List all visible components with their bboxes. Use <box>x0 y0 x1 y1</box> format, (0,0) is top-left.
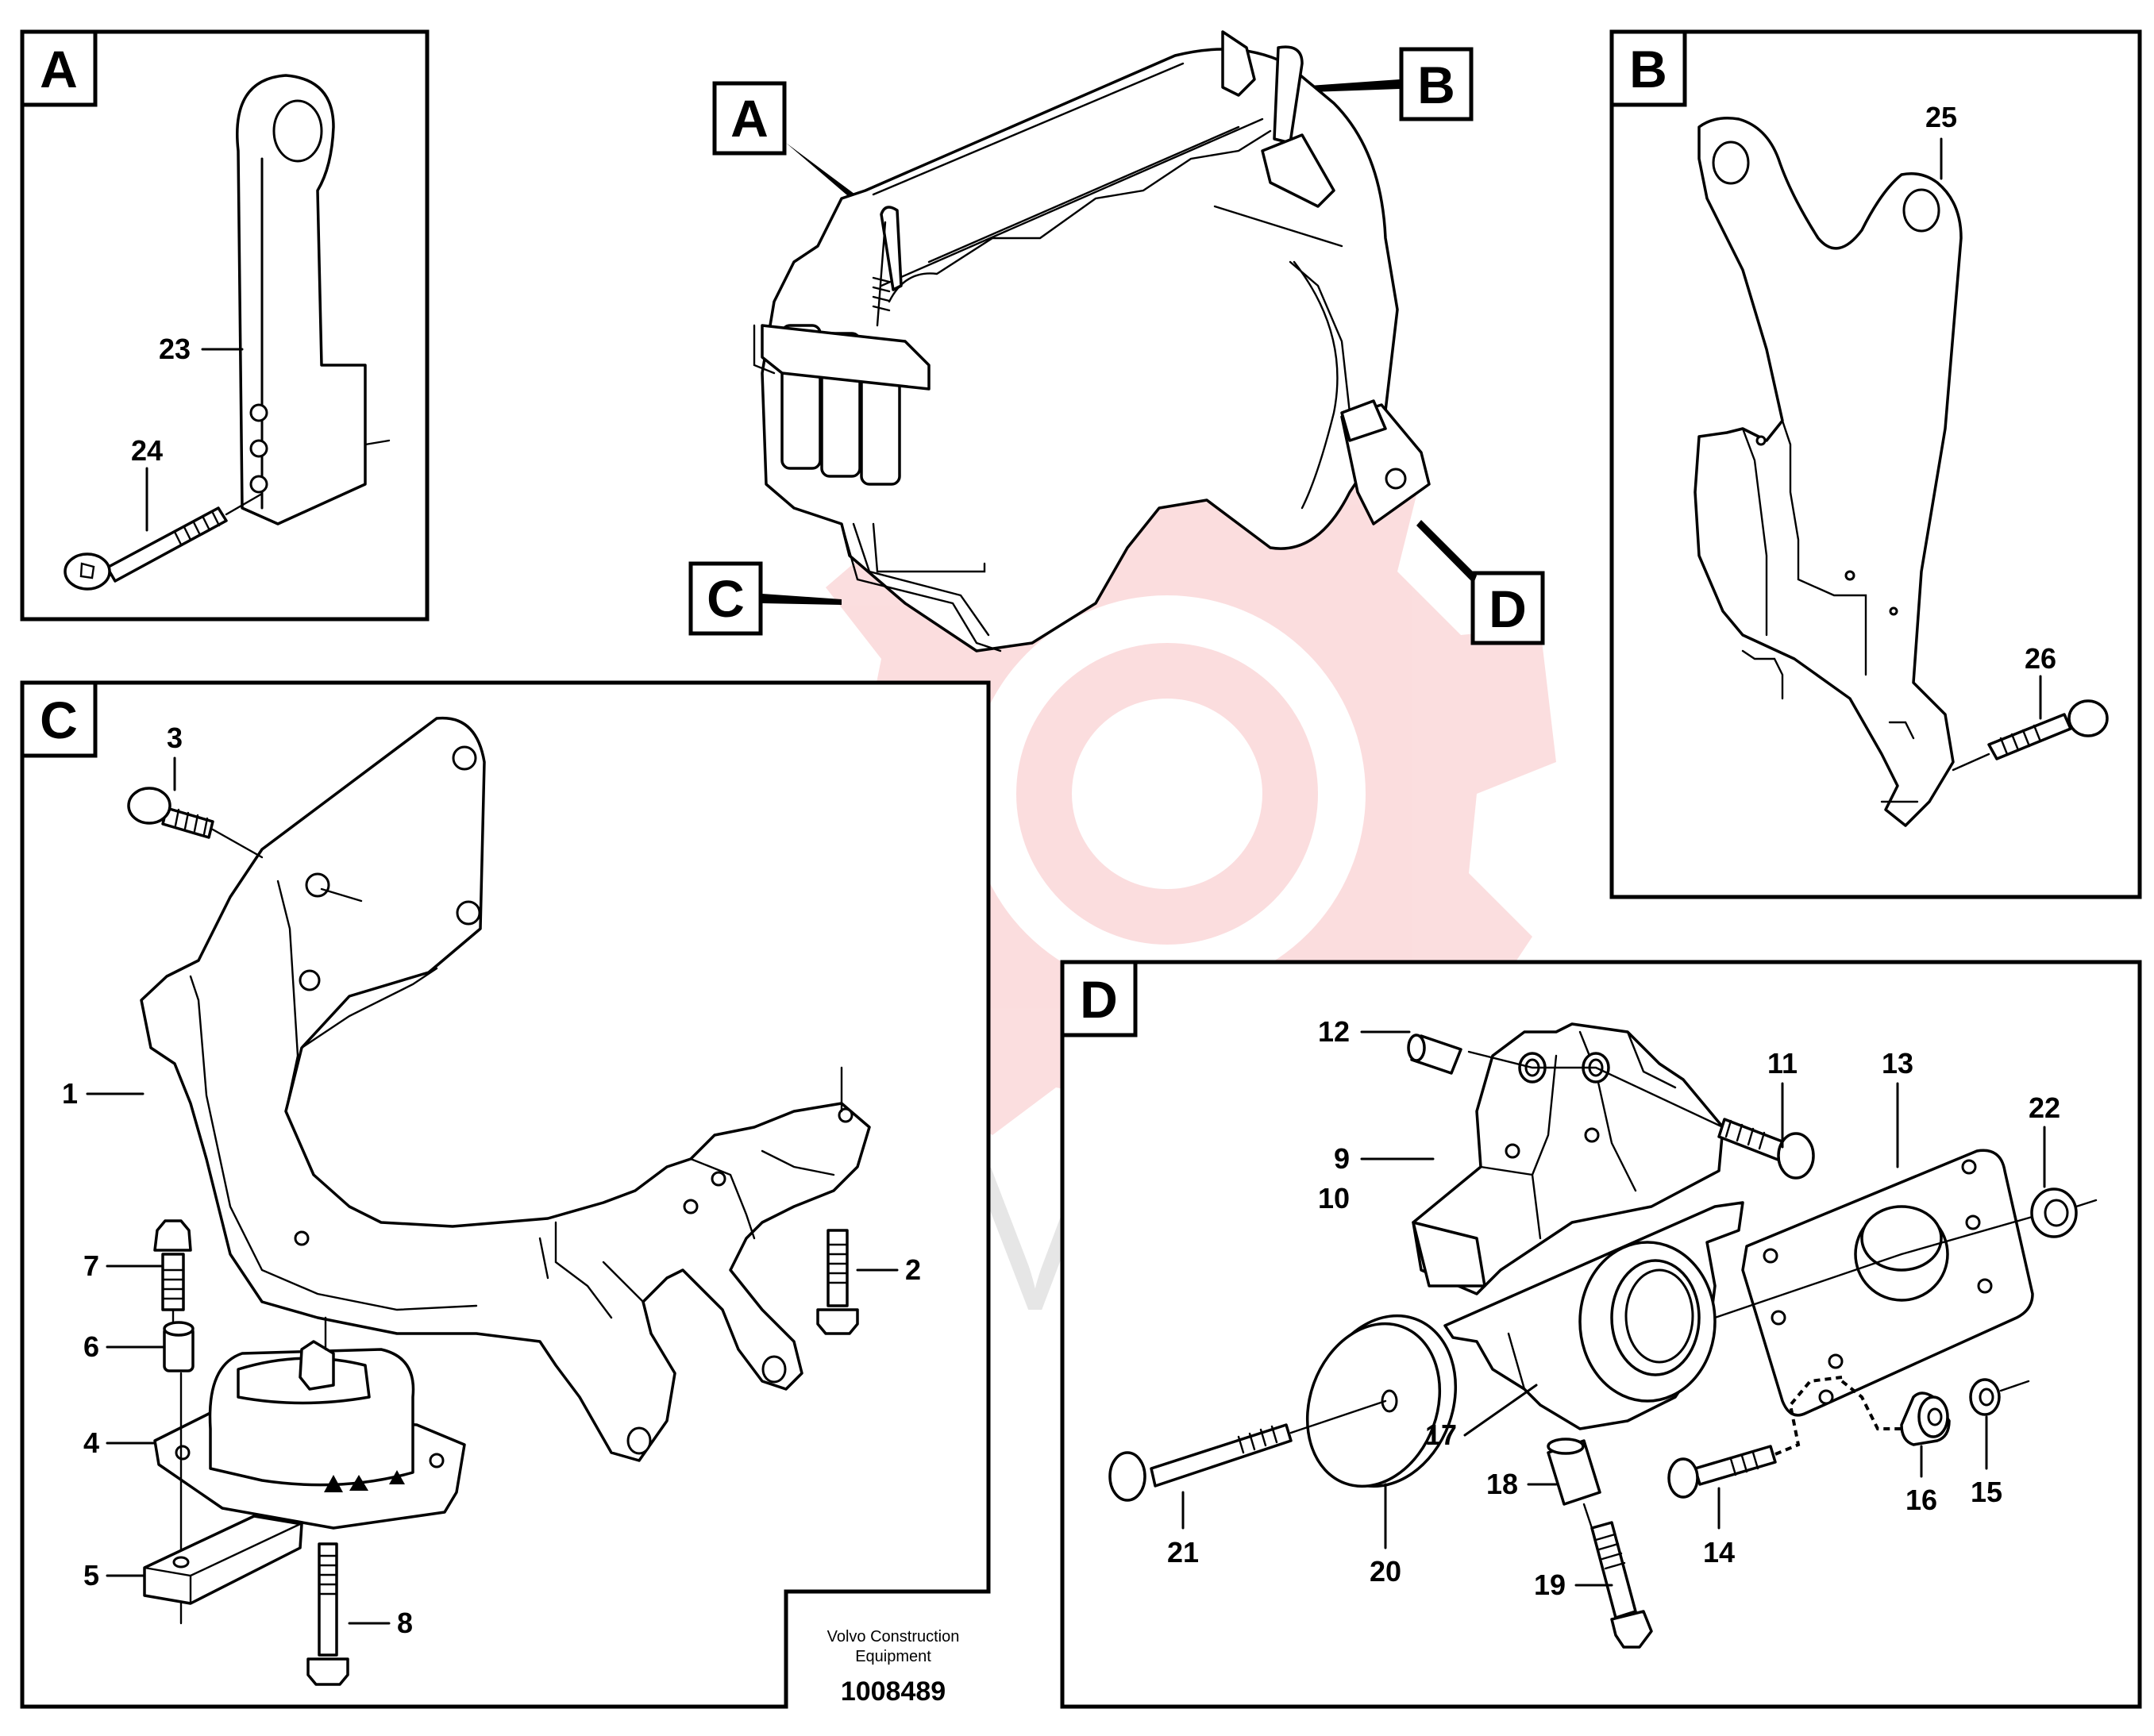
washer-16 <box>1900 1391 1951 1446</box>
bolt-19 <box>1582 1503 1653 1649</box>
callout-d: D <box>1489 579 1527 638</box>
engine-overview: A B C D <box>688 30 1545 652</box>
callout-c: C <box>707 569 745 628</box>
bolt-2 <box>816 1229 859 1335</box>
bolt-14 <box>1667 1376 1902 1499</box>
lifting-plate-part <box>1694 117 1963 827</box>
part-14-label: 14 <box>1703 1536 1735 1569</box>
lifting-eye-part <box>236 74 391 525</box>
pin-12 <box>1407 1034 1462 1075</box>
spacer-6 <box>163 1321 195 1565</box>
panel-d: D <box>1060 960 2142 1709</box>
part-5-label: 5 <box>83 1559 99 1592</box>
part-4-label: 4 <box>83 1426 99 1459</box>
plate-13-part <box>1713 1149 2042 1417</box>
footer: Volvo Construction Equipment 1008489 <box>827 1628 960 1707</box>
part-2-label: 2 <box>905 1253 921 1286</box>
part-18-label: 18 <box>1486 1468 1518 1500</box>
panel-d-label: D <box>1080 970 1118 1029</box>
part-21-label: 21 <box>1167 1536 1199 1569</box>
bracket-9-part <box>1412 1022 1724 1295</box>
part-20-label: 20 <box>1370 1555 1401 1588</box>
bolt-26 <box>1952 699 2109 772</box>
callout-a: A <box>730 89 769 148</box>
panel-a: A 23 24 <box>20 29 430 622</box>
part-22-label: 22 <box>2029 1091 2060 1124</box>
rubber-mount-part <box>153 1316 466 1530</box>
mount-housing-part <box>1443 1201 1744 1430</box>
part-26-label: 26 <box>2025 642 2056 675</box>
part-17-label: 17 <box>1425 1418 1457 1451</box>
bolt-11 <box>1717 1118 1815 1180</box>
part-23-label: 23 <box>159 333 191 365</box>
part-25-label: 25 <box>1925 101 1957 133</box>
part-6-label: 6 <box>83 1330 99 1363</box>
part-19-label: 19 <box>1534 1569 1566 1601</box>
part-9-label: 9 <box>1334 1142 1350 1175</box>
panel-c: C <box>20 680 991 1709</box>
bolt-21 <box>1108 1399 1387 1502</box>
part-11-label: 11 <box>1767 1047 1798 1080</box>
bolt-8 <box>306 1542 349 1686</box>
engine-bracket-part <box>140 716 871 1462</box>
plate-5 <box>143 1515 303 1625</box>
part-16-label: 16 <box>1905 1484 1937 1516</box>
panel-a-label: A <box>40 40 78 98</box>
part-10-label: 10 <box>1318 1182 1350 1214</box>
brand-line1: Volvo Construction <box>827 1628 960 1646</box>
part-3-label: 3 <box>167 722 183 754</box>
drawing-number: 1008489 <box>841 1676 946 1707</box>
part-1-label: 1 <box>62 1077 78 1110</box>
engine-block <box>753 30 1431 652</box>
part-12-label: 12 <box>1318 1015 1350 1048</box>
part-8-label: 8 <box>397 1607 413 1639</box>
bolt-24 <box>64 492 264 591</box>
nut-22 <box>2030 1187 2098 1238</box>
panel-c-label: C <box>40 691 78 749</box>
callout-b: B <box>1417 56 1455 114</box>
part-7-label: 7 <box>83 1249 99 1282</box>
part-13-label: 13 <box>1882 1047 1913 1080</box>
panel-b: B 25 26 <box>1609 29 2142 899</box>
nut-15 <box>1969 1378 2030 1416</box>
spacer-18 <box>1547 1438 1601 1506</box>
part-15-label: 15 <box>1971 1476 2002 1508</box>
bolt-7 <box>153 1219 192 1327</box>
part-24-label: 24 <box>131 434 163 467</box>
brand-line2: Equipment <box>855 1648 931 1665</box>
panel-b-label: B <box>1629 40 1667 98</box>
bolt-3 <box>127 787 264 859</box>
